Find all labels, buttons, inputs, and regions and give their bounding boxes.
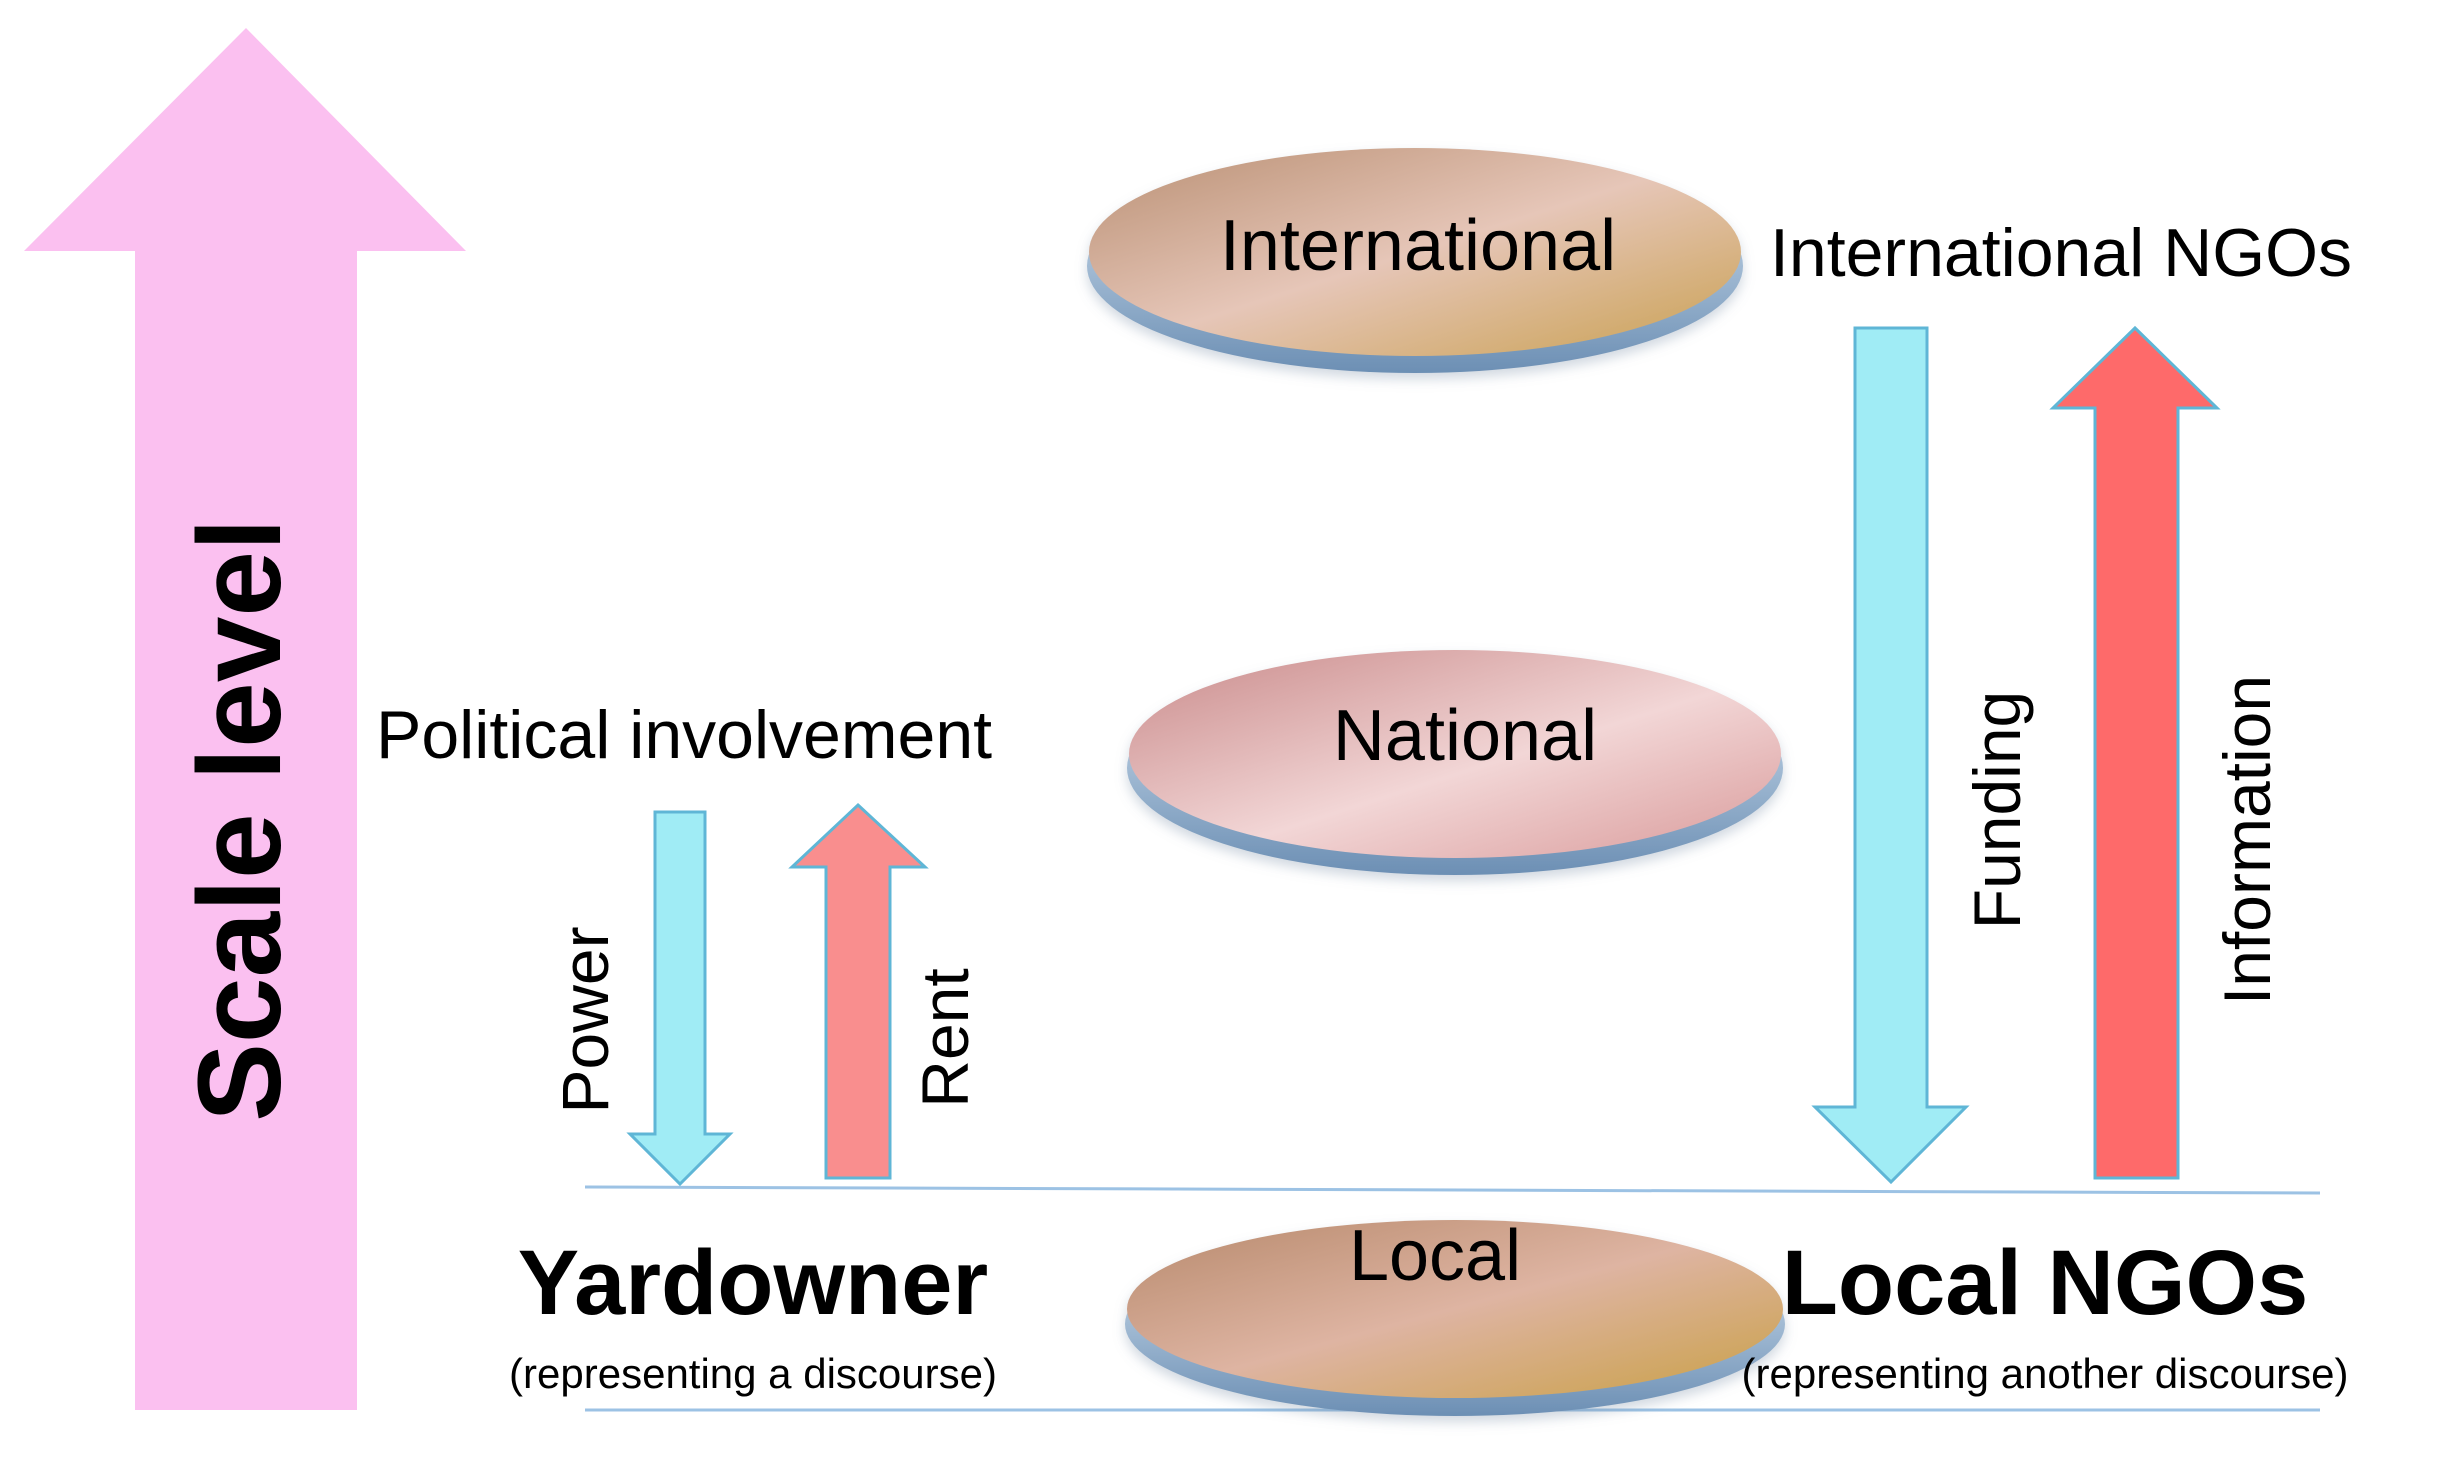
political-involvement-label: Political involvement (376, 697, 992, 773)
upper-guide-line (584, 1185, 2321, 1195)
national-level-label: National (1333, 696, 1597, 776)
yardowner-label: Yardowner (518, 1232, 988, 1334)
scale-level-label: Scale level (174, 518, 306, 1122)
scale-level-arrow (24, 28, 466, 1410)
information-label: Information (2210, 675, 2284, 1005)
rent-arrow (788, 802, 929, 1180)
funding-label: Funding (1960, 691, 2034, 930)
international-level-disc (1087, 148, 1743, 373)
power-label: Power (548, 926, 622, 1113)
international-ngos-label: International NGOs (1770, 215, 2352, 291)
local-level-label: Local (1349, 1216, 1521, 1296)
international-level-label: International (1220, 206, 1616, 286)
rent-label: Rent (908, 968, 982, 1107)
local-ngos-label: Local NGOs (1782, 1232, 2309, 1334)
power-arrow (626, 810, 734, 1187)
funding-arrow (1811, 326, 1970, 1185)
local-level-disc (1125, 1220, 1785, 1416)
information-arrow (2049, 325, 2221, 1180)
yardowner-note: (representing a discourse) (509, 1350, 997, 1397)
national-level-disc (1127, 650, 1783, 875)
local-ngos-note: (representing another discourse) (1742, 1350, 2349, 1397)
